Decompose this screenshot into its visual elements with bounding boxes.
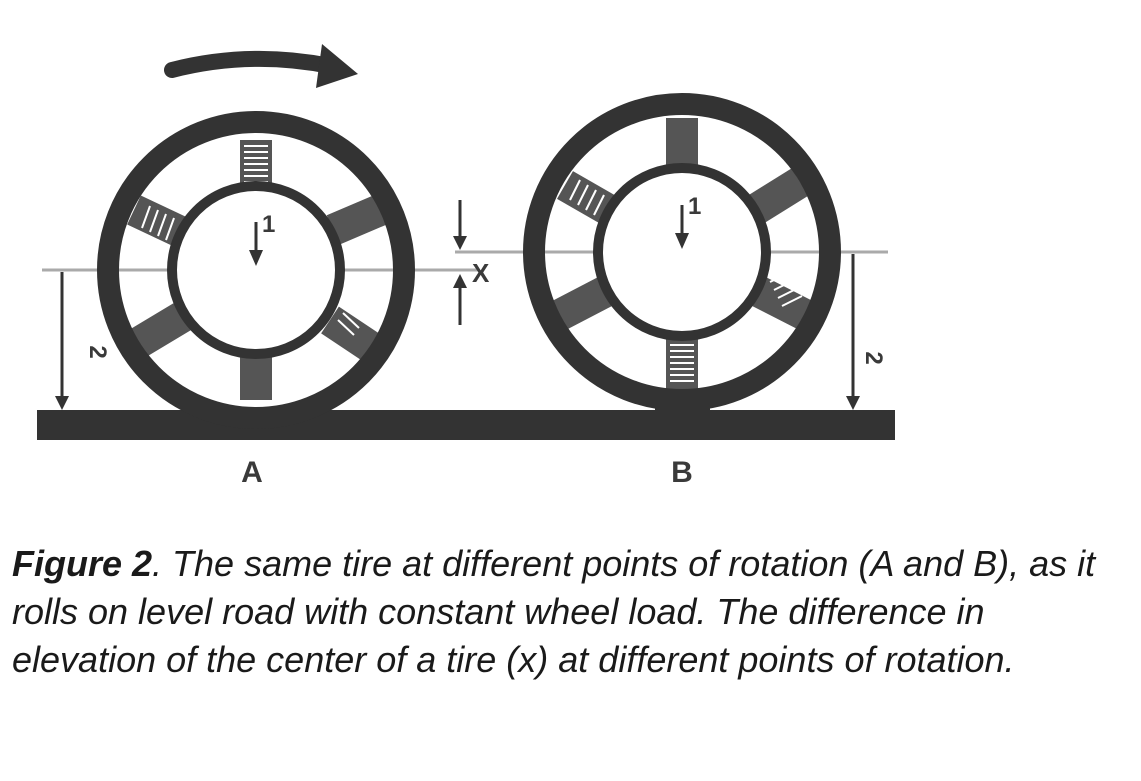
difference-arrows <box>453 200 467 325</box>
tire-label-a: A <box>241 456 263 489</box>
height-label-b: 2 <box>860 351 887 364</box>
tire-rotation-diagram: 1 1 X 2 2 A B <box>37 44 895 489</box>
center-arrow-label-a: 1 <box>262 211 275 238</box>
figure-label: Figure 2 <box>12 543 153 584</box>
road-surface <box>37 410 895 440</box>
tire-b <box>523 93 841 415</box>
center-arrow-label-b: 1 <box>688 193 701 220</box>
tire-a <box>97 111 415 429</box>
caption-text: . The same tire at different points of r… <box>12 543 1096 680</box>
tire-label-b: B <box>671 456 693 489</box>
height-label-a: 2 <box>84 345 111 358</box>
height-arrow-b <box>846 254 860 410</box>
rotation-arrow <box>164 44 358 88</box>
difference-label: X <box>472 258 490 288</box>
height-arrow-a <box>55 272 69 410</box>
figure-caption: Figure 2. The same tire at different poi… <box>12 540 1127 684</box>
